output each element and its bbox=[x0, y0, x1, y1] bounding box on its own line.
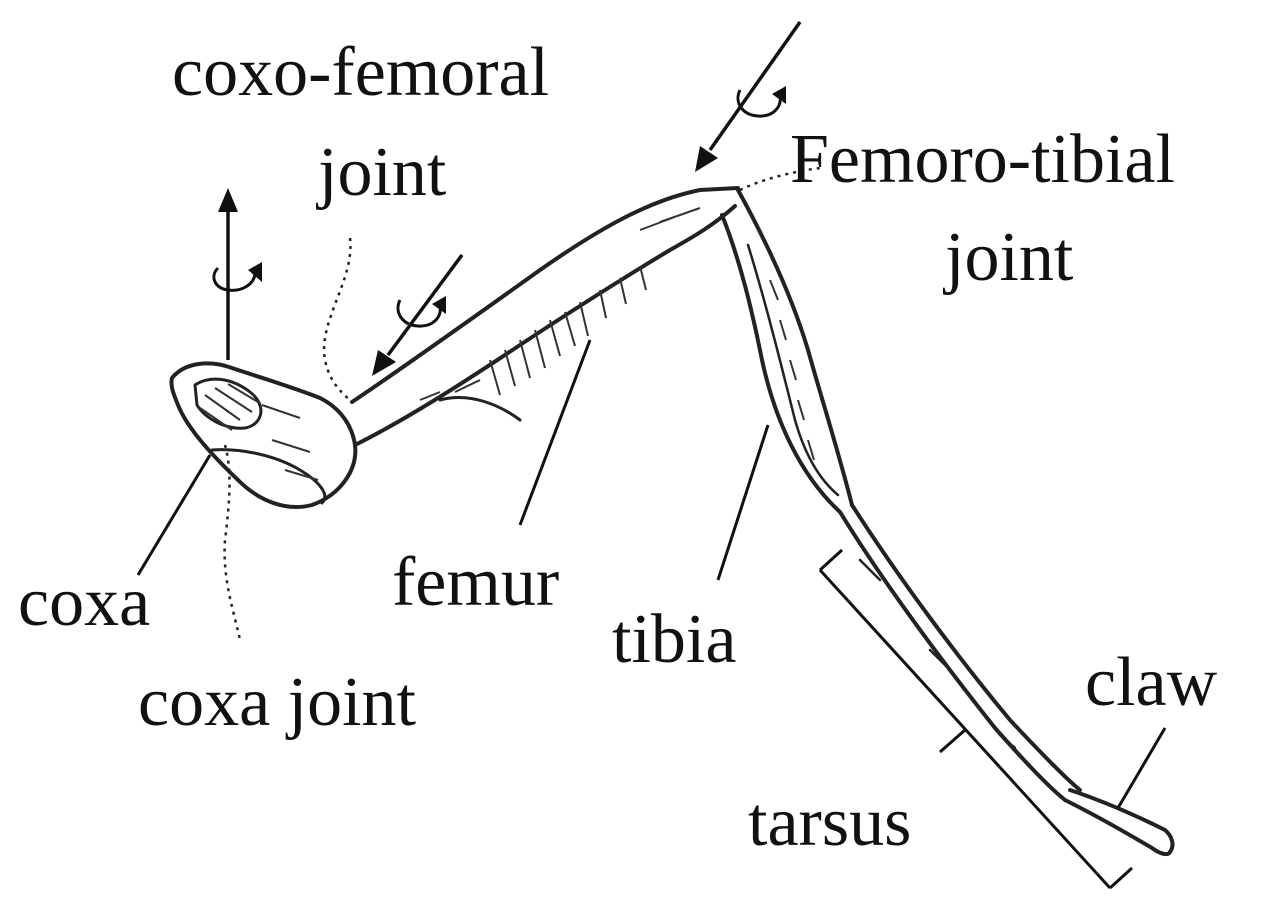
label-claw: claw bbox=[1085, 644, 1218, 721]
coxo-femoral-rotation-axis-arrow-icon bbox=[372, 253, 464, 376]
label-coxo-femoral-joint: joint bbox=[315, 134, 447, 211]
coxo-femoral-rotation-direction-arrow-icon bbox=[396, 296, 446, 328]
coxa-rotation-axis-arrow-icon bbox=[218, 188, 238, 360]
label-coxa-joint: coxa joint bbox=[138, 664, 417, 741]
coxa-segment bbox=[169, 361, 358, 510]
tibia-leader bbox=[716, 424, 770, 581]
coxa-leader bbox=[136, 454, 212, 576]
label-tarsus: tarsus bbox=[748, 784, 911, 861]
tibia-segment bbox=[720, 188, 854, 514]
claw-segment bbox=[1063, 788, 1175, 857]
label-tibia: tibia bbox=[612, 601, 736, 678]
label-coxa: coxa bbox=[18, 564, 150, 641]
femur-segment bbox=[350, 186, 740, 447]
label-femur: femur bbox=[392, 544, 559, 621]
femoro-tibial-rotation-direction-arrow-icon bbox=[736, 86, 786, 118]
femur-leader bbox=[518, 339, 592, 526]
coxo-femoral-joint-dotted-leader bbox=[322, 237, 353, 403]
label-femoro-tibial: Femoro-tibial bbox=[790, 121, 1175, 198]
femoro-tibial-joint-dotted-leader bbox=[739, 166, 821, 192]
tarsus-bracket bbox=[818, 548, 1134, 890]
coxa-joint-dotted-leader bbox=[223, 444, 242, 641]
leg-illustration bbox=[169, 186, 1175, 857]
claw-leader bbox=[1116, 727, 1167, 809]
tarsus-segment bbox=[838, 503, 1082, 802]
femoro-tibial-rotation-axis-arrow-icon bbox=[695, 20, 802, 172]
label-femoro-tibial-joint: joint bbox=[942, 219, 1074, 296]
coxa-rotation-direction-arrow-icon bbox=[212, 262, 262, 292]
label-coxo-femoral: coxo-femoral bbox=[172, 34, 549, 111]
